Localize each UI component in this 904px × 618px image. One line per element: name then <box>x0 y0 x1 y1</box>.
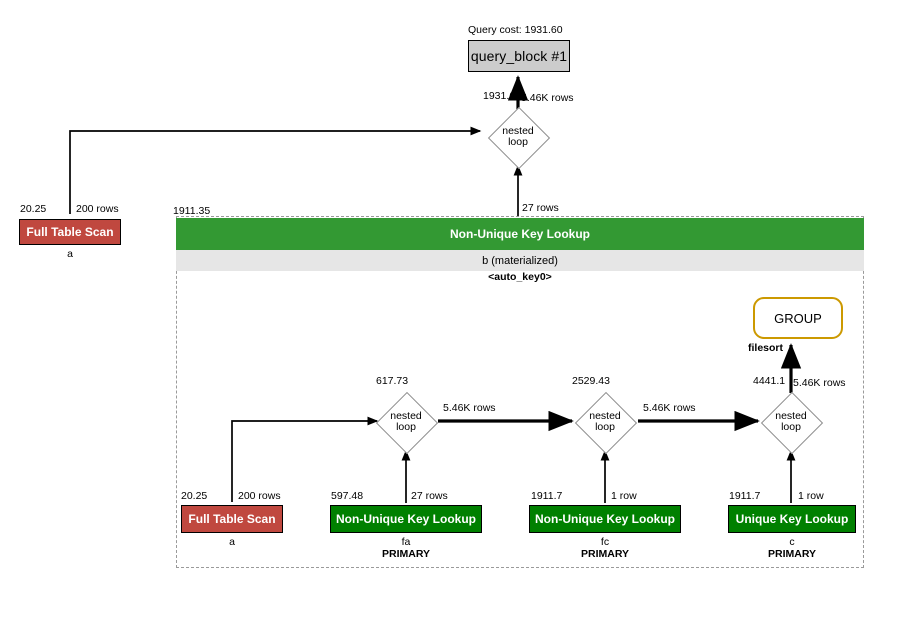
edge-label-outer-scan-cost: 20.25 <box>20 203 47 215</box>
index-lookup-fa-caption: fa PRIMARY <box>330 536 482 560</box>
nested-loop-outer[interactable]: nested loop <box>487 106 551 170</box>
nested-loop-inner-1-label: nested loop <box>390 409 422 434</box>
nested-loop-inner-3-label: nested loop <box>775 409 807 434</box>
nested-loop-inner-2-label: nested loop <box>589 409 621 434</box>
full-table-scan-outer-alias: a <box>67 248 73 260</box>
edge-label-outer-join-rows: 5.46K rows <box>521 92 574 104</box>
materialized-header-node[interactable]: Non-Unique Key Lookup <box>176 218 864 250</box>
index-lookup-fc-alias: fc <box>600 536 610 548</box>
index-lookup-c-key: PRIMARY <box>767 548 817 560</box>
materialized-subtitle: b (materialized) <box>176 250 864 271</box>
materialized-subquery-container <box>176 216 864 568</box>
index-lookup-fc-key: PRIMARY <box>580 548 630 560</box>
edge-fullscan-a-to-nestedloop <box>69 126 482 214</box>
edge-label-inner-scan-rows: 200 rows <box>238 490 281 502</box>
edge-label-fc-cost: 1911.7 <box>531 490 563 502</box>
edge-label-fa-rows: 27 rows <box>411 490 448 502</box>
nested-loop-inner-3[interactable]: nested loop <box>760 391 824 455</box>
edge-label-outer-scan-rows: 200 rows <box>76 203 119 215</box>
index-lookup-fc-caption: fc PRIMARY <box>529 536 681 560</box>
edge-label-join3-cost: 4441.1 <box>753 375 786 387</box>
query-cost-label: Query cost: 1931.60 <box>468 24 563 36</box>
nested-loop-outer-label: nested loop <box>502 124 534 149</box>
nested-loop-text-line1: nested <box>775 409 807 422</box>
index-lookup-fa[interactable]: Non-Unique Key Lookup <box>330 505 482 533</box>
edge-label-c-rows: 1 row <box>798 490 824 502</box>
materialized-key-label: <auto_key0> <box>488 271 552 283</box>
nested-loop-text-line2: loop <box>508 136 528 148</box>
edge-label-fa-cost: 597.48 <box>331 490 364 502</box>
edge-label-c-cost: 1911.7 <box>729 490 761 502</box>
edge-label-outer-join-cost: 1931.6 <box>483 90 516 102</box>
nested-loop-text-line2: loop <box>396 421 416 433</box>
edge-inner-fullscan-to-join1 <box>231 416 379 502</box>
edge-label-join3-rows: 5.46K rows <box>793 377 846 389</box>
index-lookup-fc[interactable]: Non-Unique Key Lookup <box>529 505 681 533</box>
nested-loop-inner-1[interactable]: nested loop <box>375 391 439 455</box>
full-table-scan-inner-alias: a <box>229 536 235 548</box>
index-lookup-fa-key: PRIMARY <box>381 548 431 560</box>
nested-loop-text-line2: loop <box>595 421 615 433</box>
edge-label-join1-rows: 5.46K rows <box>443 402 496 414</box>
nested-loop-text-line2: loop <box>781 421 801 433</box>
nested-loop-text-line1: nested <box>589 409 621 422</box>
index-lookup-c-caption: c PRIMARY <box>728 536 856 560</box>
edge-label-join1-cost: 617.73 <box>376 375 409 387</box>
index-lookup-fa-alias: fa <box>401 536 411 548</box>
nested-loop-text-line1: nested <box>502 124 534 137</box>
edge-label-join2-rows: 5.46K rows <box>643 402 696 414</box>
query-block-node[interactable]: query_block #1 <box>468 40 570 72</box>
full-table-scan-outer[interactable]: Full Table Scan <box>19 219 121 245</box>
index-lookup-c[interactable]: Unique Key Lookup <box>728 505 856 533</box>
nested-loop-text-line1: nested <box>390 409 422 422</box>
edge-label-subquery-cost: 1911.35 <box>173 205 211 217</box>
full-table-scan-inner[interactable]: Full Table Scan <box>181 505 283 533</box>
index-lookup-c-alias: c <box>789 536 795 548</box>
filesort-label: filesort <box>748 342 784 354</box>
edge-label-join2-cost: 2529.43 <box>572 375 610 387</box>
edge-label-fc-rows: 1 row <box>611 490 637 502</box>
group-node[interactable]: GROUP <box>753 297 843 339</box>
edge-label-inner-scan-cost: 20.25 <box>181 490 208 502</box>
edge-label-subquery-rows: 27 rows <box>522 202 559 214</box>
nested-loop-inner-2[interactable]: nested loop <box>574 391 638 455</box>
